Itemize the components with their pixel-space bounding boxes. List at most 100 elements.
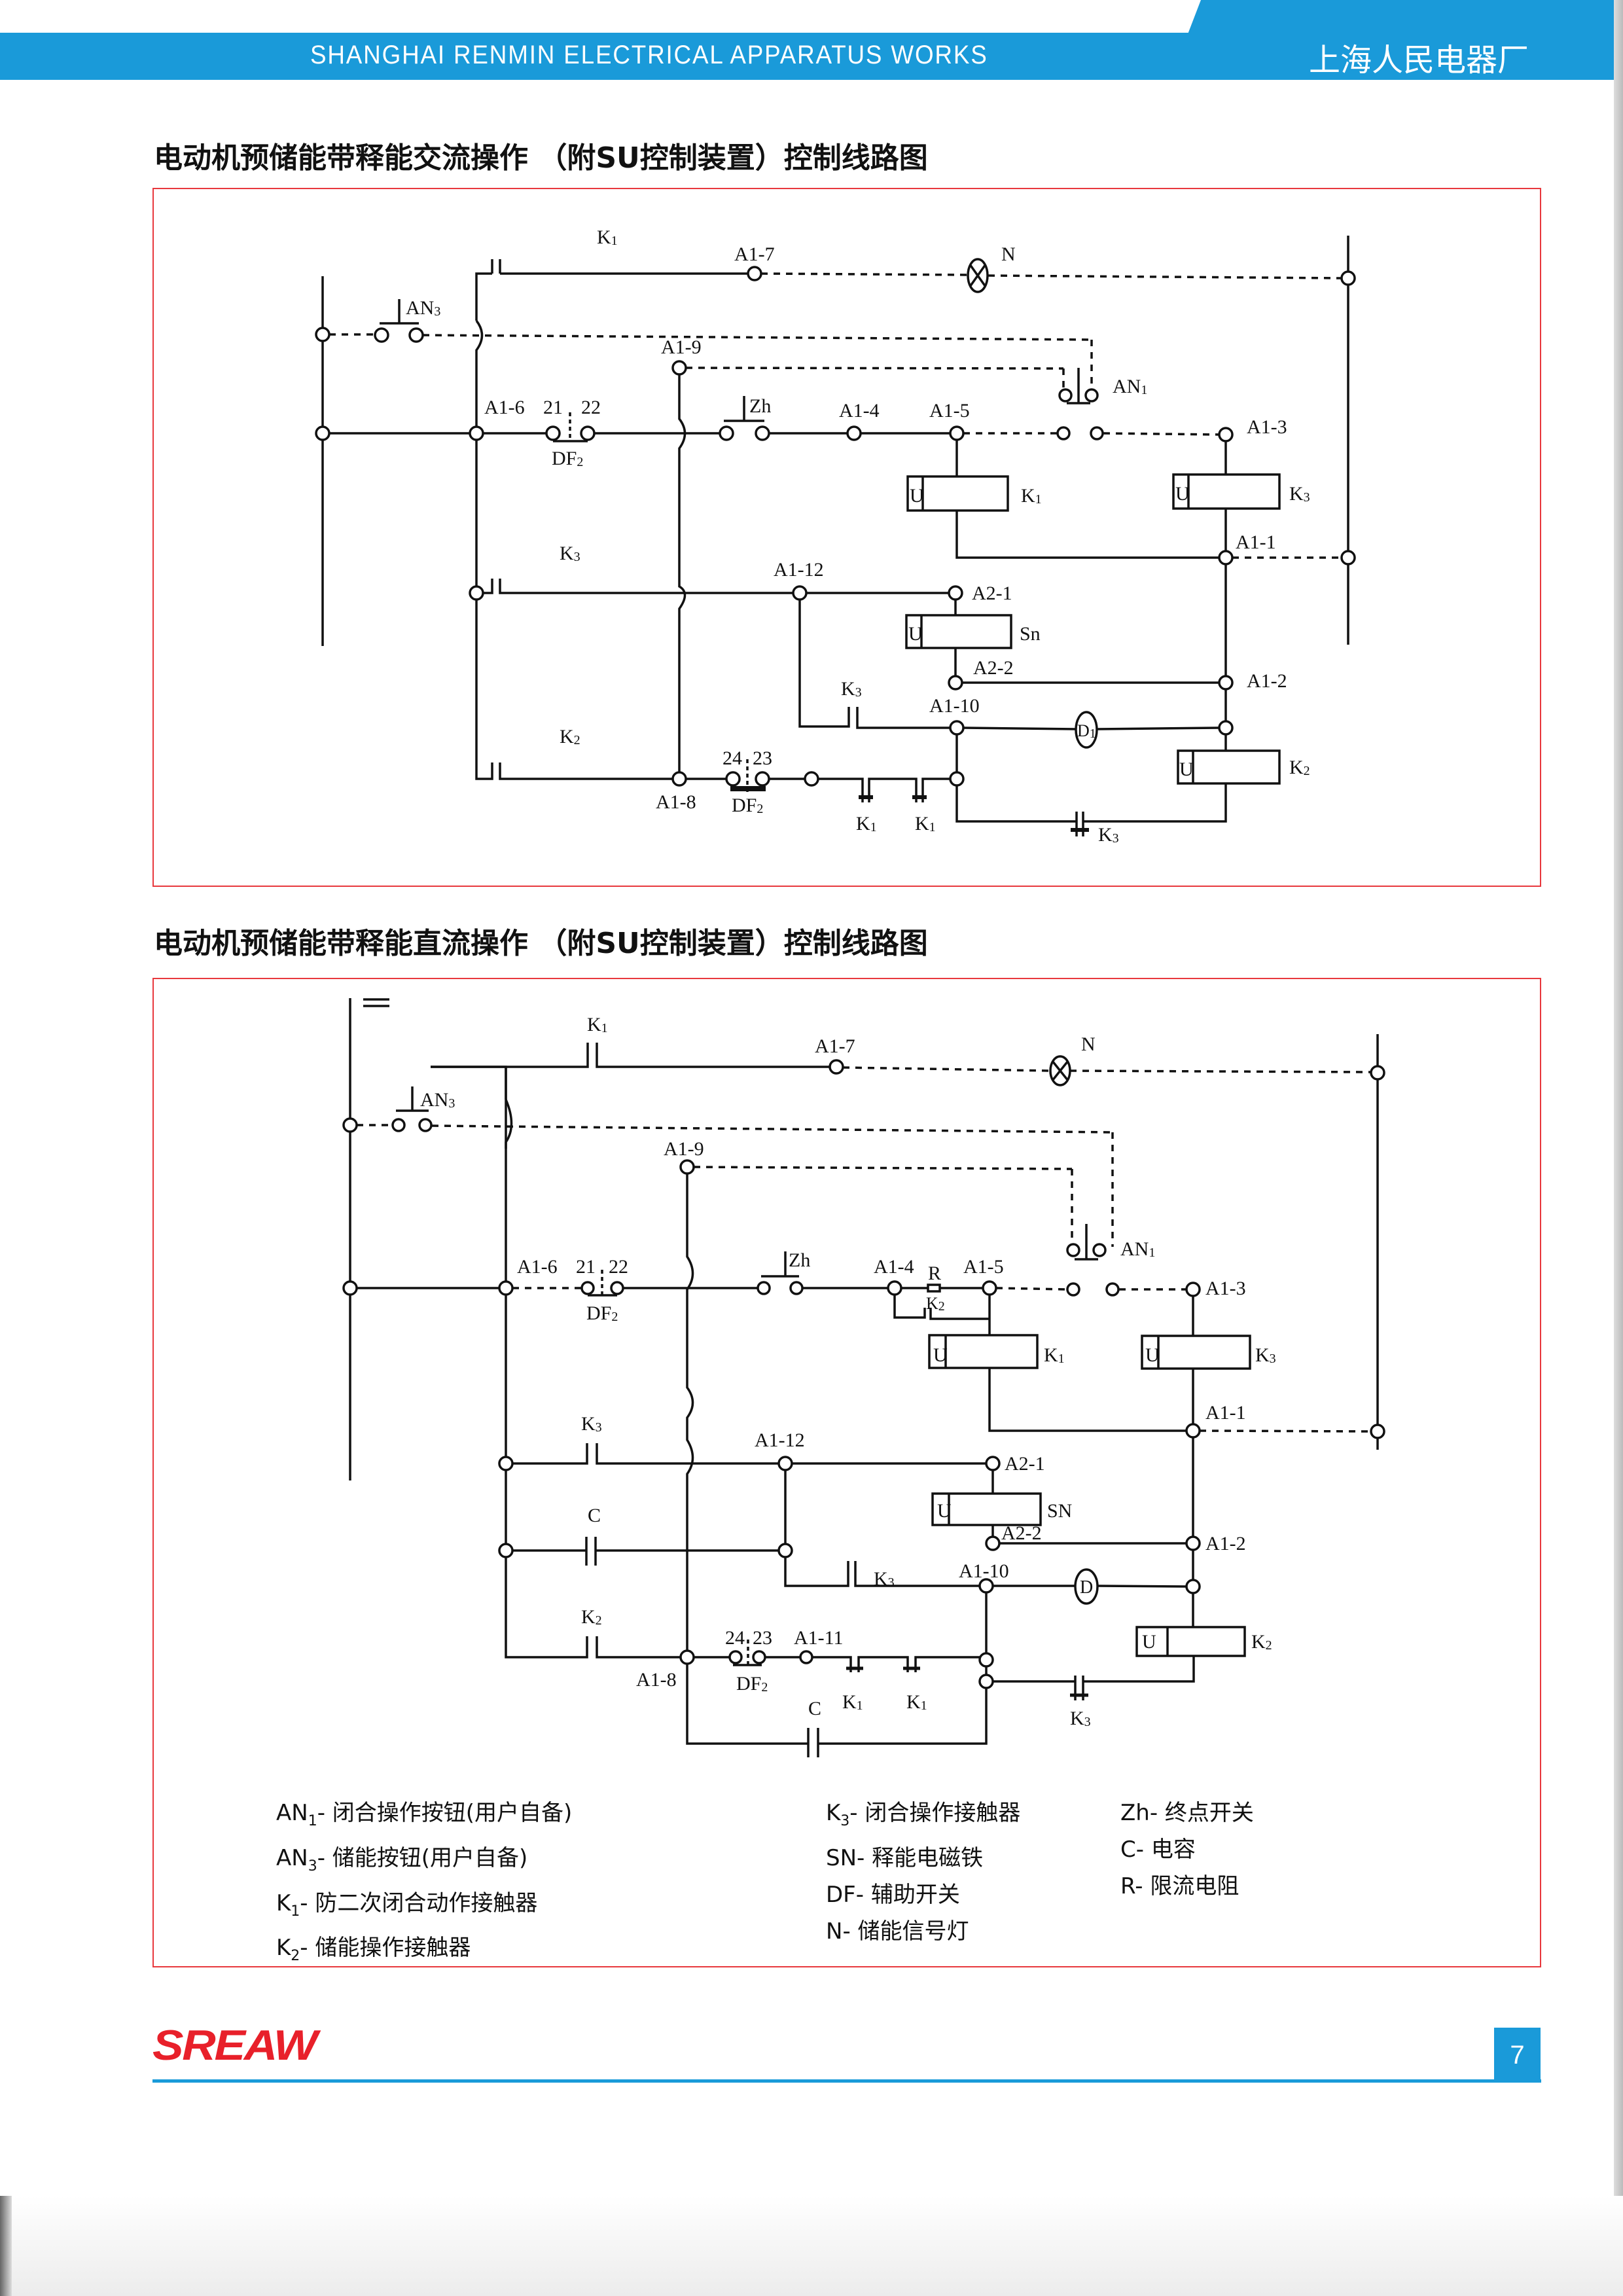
scan-shadow xyxy=(0,2196,12,2296)
legend-item: DF- 辅助开关 xyxy=(826,1876,1020,1913)
ac-k2-no-contact xyxy=(475,600,673,780)
diagram-dc-title: 电动机预储能带释能直流操作 （附SU控制装置）控制线路图 xyxy=(154,927,928,960)
ac-terminal-a1-3 xyxy=(1218,427,1234,442)
dc-an3-button-icon xyxy=(391,1086,433,1132)
lbl: A1-11 xyxy=(794,1627,844,1649)
lbl: K2 xyxy=(1289,757,1310,778)
ac-terminal-rail-a1-1 xyxy=(1340,550,1356,565)
lbl: AN3 xyxy=(420,1089,455,1111)
lbl: A2-2 xyxy=(973,657,1014,679)
lbl: U xyxy=(1175,483,1190,505)
legend-symbol: R xyxy=(1120,1873,1135,1899)
lbl: K3 xyxy=(1289,483,1310,505)
lbl: K1 xyxy=(1021,485,1042,507)
ac-k2-coil xyxy=(1177,749,1281,785)
dc-k1-no-contact xyxy=(506,1043,830,1068)
ac-lamp-n-icon xyxy=(967,258,989,293)
lbl: C xyxy=(588,1505,601,1526)
lbl: 23 xyxy=(753,747,772,769)
dc-k2-coil xyxy=(1135,1626,1246,1657)
legend-symbol: K xyxy=(276,1935,291,1962)
legend-description: - 闭合操作接触器 xyxy=(849,1800,1021,1826)
lbl: A1-6 xyxy=(484,397,525,418)
lbl: U xyxy=(933,1344,948,1366)
lbl: 21 xyxy=(576,1256,596,1278)
lbl: A1-1 xyxy=(1236,531,1276,553)
sreaw-logo: SREAW xyxy=(152,2022,317,2070)
scan-page-edge xyxy=(1614,0,1623,2199)
lbl: K2 xyxy=(1251,1631,1272,1653)
lbl: DF2 xyxy=(736,1673,768,1695)
lbl: N xyxy=(1081,1033,1096,1055)
ac-terminal-a1-5 xyxy=(949,425,965,441)
ac-terminal-a1-7 xyxy=(747,266,762,281)
ac-terminal-a1-6 xyxy=(469,425,484,441)
ac-terminal-a1-8 xyxy=(671,771,687,787)
company-name-cn: 上海人民电器厂 xyxy=(1309,42,1529,79)
dc-terminal-a1-3 xyxy=(1185,1282,1201,1297)
lbl: DF2 xyxy=(552,448,583,469)
ac-an3-button-icon xyxy=(374,299,424,343)
ac-junction-d1 xyxy=(1218,720,1234,736)
ac-terminal-a1-2 xyxy=(1218,675,1234,691)
lbl: K1 xyxy=(856,813,877,834)
diagram-ac-title: 电动机预储能带释能交流操作 （附SU控制装置）控制线路图 xyxy=(154,141,928,175)
lbl: D1 xyxy=(1077,721,1096,741)
dc-k3-no-contact xyxy=(512,1443,779,1465)
lbl: U xyxy=(1145,1344,1160,1366)
dc-junction-c xyxy=(498,1543,514,1558)
legend-symbol: AN xyxy=(276,1800,308,1826)
legend-subscript: 1 xyxy=(308,1812,317,1829)
lbl: K3 xyxy=(1098,824,1119,846)
diagram-ac-frame xyxy=(152,188,1541,887)
lbl: AN1 xyxy=(1113,376,1147,397)
lbl: K3 xyxy=(874,1568,895,1590)
lbl: DF2 xyxy=(586,1302,618,1324)
legend-item: N- 储能信号灯 xyxy=(826,1913,1020,1950)
lbl: R xyxy=(928,1263,941,1284)
lbl: K3 xyxy=(1070,1708,1091,1729)
lbl: A1-9 xyxy=(664,1138,704,1160)
legend-description: - 释能电磁铁 xyxy=(857,1844,984,1871)
lbl: A1-3 xyxy=(1247,416,1287,438)
lbl: K1 xyxy=(597,226,618,248)
lbl: U xyxy=(1179,759,1194,780)
footer-rule xyxy=(152,2079,1541,2083)
company-name-en: SHANGHAI RENMIN ELECTRICAL APPARATUS WOR… xyxy=(310,41,988,69)
lbl: A2-1 xyxy=(972,583,1012,604)
lbl: K3 xyxy=(841,678,862,700)
legend-symbol: Zh xyxy=(1120,1800,1150,1826)
legend-description: - 终点开关 xyxy=(1149,1800,1254,1826)
legend-item: Zh- 终点开关 xyxy=(1120,1795,1254,1831)
dc-k1-coil xyxy=(928,1334,1039,1369)
dc-junction-k1-out xyxy=(978,1652,994,1668)
legend-subscript: 1 xyxy=(291,1903,300,1920)
lbl: K1 xyxy=(906,1691,927,1713)
legend-item: AN3- 储能按钮(用户自备) xyxy=(276,1840,572,1885)
legend-symbol: K xyxy=(826,1800,841,1826)
dc-terminal-rail-n xyxy=(1370,1065,1385,1081)
dc-bottom-wire xyxy=(686,1664,988,1745)
lbl: A1-7 xyxy=(734,243,775,265)
header-tab xyxy=(1188,0,1616,80)
ac-k1-no-contact xyxy=(475,259,748,321)
lbl: A1-2 xyxy=(1247,670,1287,692)
dc-k3-nc-contact-icon xyxy=(1070,1676,1088,1700)
legend-description: - 防二次闭合动作接触器 xyxy=(300,1890,538,1916)
lbl: 24 xyxy=(725,1627,745,1649)
dc-an1-terminal-right xyxy=(1105,1282,1120,1297)
ac-junction-main xyxy=(315,425,330,441)
ac-terminal-a1-12 xyxy=(792,585,808,601)
ac-terminal-rail-n xyxy=(1340,270,1356,286)
legend-subscript: 2 xyxy=(291,1948,300,1965)
legend-item: K2- 储能操作接触器 xyxy=(276,1929,572,1975)
lbl: U xyxy=(937,1500,952,1522)
lbl: A1-8 xyxy=(636,1669,677,1691)
ac-an1-button-icon xyxy=(1058,368,1099,404)
ac-terminal-a1-4 xyxy=(846,425,862,441)
ac-k3-mid-contact xyxy=(798,600,950,729)
ac-an1-terminal-left xyxy=(1056,426,1071,440)
